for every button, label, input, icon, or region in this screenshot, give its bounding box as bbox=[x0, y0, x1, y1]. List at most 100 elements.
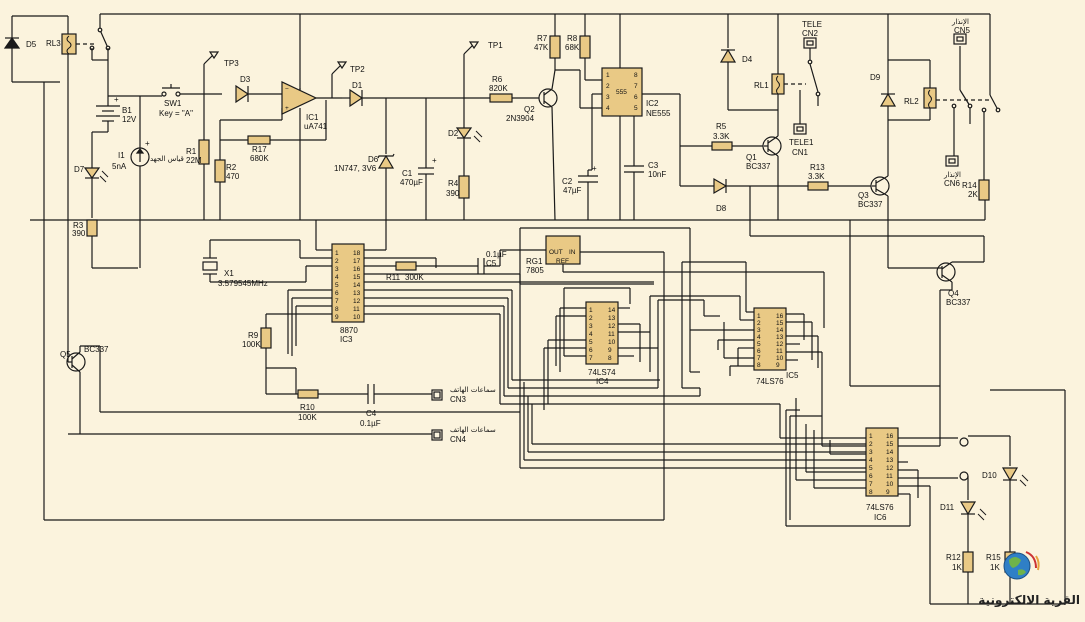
cn3-label: CN3 bbox=[450, 395, 467, 404]
q2-label: Q2 bbox=[524, 105, 535, 114]
site-name: القرية الالكترونية bbox=[978, 593, 1080, 608]
tp3-label: TP3 bbox=[224, 59, 239, 68]
ic2-pin: 6 bbox=[634, 94, 638, 101]
r13-resistor: R13 3.3K bbox=[807, 163, 872, 191]
r14-resistor: R14 2K bbox=[962, 179, 990, 201]
ic4-value: 74LS74 bbox=[588, 368, 616, 377]
d1-label: D1 bbox=[352, 81, 363, 90]
rg1-regulator: OUT IN REF RG1 7805 bbox=[519, 227, 825, 520]
d2-led: D2 bbox=[448, 98, 483, 176]
tele1-label: TELE1 bbox=[789, 138, 814, 147]
r13-label: R13 bbox=[810, 163, 825, 172]
r6-value: 820K bbox=[489, 84, 508, 93]
c3-label: C3 bbox=[648, 161, 659, 170]
ic4-label: IC4 bbox=[596, 377, 609, 386]
ic4-pin: 4 bbox=[589, 331, 593, 338]
d2-label: D2 bbox=[448, 129, 459, 138]
ic2-pin: 1 bbox=[606, 72, 610, 79]
ic6-pin: 11 bbox=[886, 473, 893, 480]
rl2-relay: RL2 bbox=[904, 46, 1001, 180]
ic6-pin: 16 bbox=[886, 433, 894, 440]
q1-value: BC337 bbox=[746, 162, 771, 171]
ic3-pin: 3 bbox=[335, 266, 339, 273]
cn6-connector: الإنذار CN6 bbox=[943, 155, 961, 188]
tele-top-label: TELE bbox=[802, 20, 822, 29]
ic2-value: NE555 bbox=[646, 109, 671, 118]
d8-label: D8 bbox=[716, 204, 727, 213]
rg1-out: OUT bbox=[549, 249, 563, 256]
ic4-pin: 7 bbox=[589, 355, 593, 362]
ic2-pin: 2 bbox=[606, 83, 610, 90]
r6-resistor: R6 820K bbox=[489, 75, 542, 103]
ic5-pin: 2 bbox=[757, 320, 761, 327]
ic6-value: 74LS76 bbox=[866, 503, 894, 512]
r15-value: 1K bbox=[990, 563, 1000, 572]
r13-value: 3.3K bbox=[808, 172, 825, 181]
ic3-pin: 13 bbox=[353, 290, 361, 297]
tp3-testpoint: TP3 bbox=[203, 51, 239, 94]
ic4-pin: 12 bbox=[608, 323, 616, 330]
ic1-value: uA741 bbox=[304, 122, 328, 131]
cn6-arabic: الإنذار bbox=[943, 171, 961, 179]
i1-meter: + I1 5nA قياس الجهد bbox=[108, 95, 184, 268]
ic5-pin: 1 bbox=[757, 313, 761, 320]
rl2-label: RL2 bbox=[904, 97, 919, 106]
d5-diode: D5 bbox=[3, 15, 60, 83]
q4-label: Q4 bbox=[948, 289, 959, 298]
d1-diode: D1 bbox=[342, 81, 490, 108]
d3-diode: D3 bbox=[235, 75, 282, 104]
d10-led: D10 bbox=[968, 435, 1029, 552]
rl3-relay: RL3 bbox=[46, 16, 111, 96]
rg1-label: RG1 bbox=[526, 257, 543, 266]
c2-value: 47µF bbox=[563, 186, 582, 195]
ic2-pin: 5 bbox=[634, 105, 638, 112]
ic5-pin: 5 bbox=[757, 341, 761, 348]
d6-value: 1N747, 3V6 bbox=[334, 164, 377, 173]
ic1-opamp: − + IC1 uA741 bbox=[281, 81, 342, 220]
ic4-pin: 5 bbox=[589, 339, 593, 346]
i1-value: 5nA bbox=[112, 162, 127, 171]
ic3-8870: 1 2 3 4 5 6 7 8 9 18 17 16 15 14 13 12 1… bbox=[265, 220, 654, 356]
ic5-value: 74LS76 bbox=[756, 377, 784, 386]
rg1-in: IN bbox=[569, 249, 576, 256]
test-terminals bbox=[959, 437, 969, 481]
ic6-label: IC6 bbox=[874, 513, 887, 522]
c5-capacitor: 0.1µF C5 bbox=[436, 249, 546, 274]
r9-resistor: R9 100K bbox=[242, 327, 297, 394]
ic1-minus: − bbox=[285, 86, 289, 93]
ic3-pin: 8 bbox=[335, 306, 339, 313]
i1-plus: + bbox=[145, 139, 150, 148]
ic3-pin: 1 bbox=[335, 250, 339, 257]
q2-transistor: Q2 2N3904 bbox=[506, 69, 558, 221]
r9-value: 100K bbox=[242, 340, 261, 349]
r7-label: R7 bbox=[537, 34, 548, 43]
r8-value: 68K bbox=[565, 43, 580, 52]
ic4-pin: 9 bbox=[608, 347, 612, 354]
sw1-key: Key = "A" bbox=[159, 109, 193, 118]
i1-label: I1 bbox=[118, 151, 125, 160]
q3-label: Q3 bbox=[858, 191, 869, 200]
r14-value: 2K bbox=[968, 190, 978, 199]
r4-resistor: R4 390 bbox=[446, 175, 470, 220]
ic3-pin: 2 bbox=[335, 258, 339, 265]
ic5-pin: 16 bbox=[776, 313, 784, 320]
d5-label: D5 bbox=[26, 40, 37, 49]
ic4-pin: 10 bbox=[608, 339, 616, 346]
c2-label: C2 bbox=[562, 177, 573, 186]
r10-resistor: R10 100K bbox=[265, 368, 368, 422]
ic3-pin: 15 bbox=[353, 274, 361, 281]
power-rails bbox=[30, 13, 1066, 605]
r3-value: 390 bbox=[72, 229, 86, 238]
cn4-label: CN4 bbox=[450, 435, 467, 444]
r7-value: 47K bbox=[534, 43, 549, 52]
r2-value: 470 bbox=[226, 172, 240, 181]
ic2-ne555: 1 2 3 4 8 7 6 5 555 IC2 NE555 bbox=[601, 67, 681, 166]
ic6-pin: 3 bbox=[869, 449, 873, 456]
r9-label: R9 bbox=[248, 331, 259, 340]
ic2-pin: 4 bbox=[606, 105, 610, 112]
ic5-pin: 13 bbox=[776, 334, 784, 341]
ic3-label: IC3 bbox=[340, 335, 353, 344]
d7-label: D7 bbox=[74, 165, 85, 174]
ic5-pin: 3 bbox=[757, 327, 761, 334]
